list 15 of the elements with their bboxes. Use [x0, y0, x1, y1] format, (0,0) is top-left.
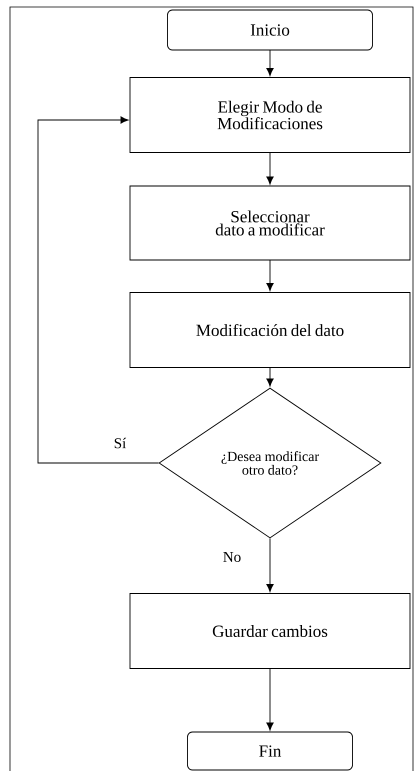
arrow — [266, 50, 274, 76]
terminal-box: Inicio — [167, 10, 373, 50]
arrow — [266, 368, 274, 386]
terminal-box: Fin — [187, 732, 353, 770]
arrow — [266, 668, 274, 730]
arrow — [266, 538, 274, 592]
arrow — [266, 260, 274, 291]
arrow — [266, 152, 274, 184]
edge-label: Sí — [112, 436, 128, 450]
edge-label: No — [222, 551, 242, 563]
process-box: Elegir Modo de Modificaciones — [130, 77, 410, 153]
arrow — [38, 116, 159, 464]
process-box: Modificación del dato — [130, 292, 410, 368]
process-box: Guardar cambios — [130, 593, 410, 669]
process-box: Seleccionar dato a modificar — [130, 186, 410, 260]
